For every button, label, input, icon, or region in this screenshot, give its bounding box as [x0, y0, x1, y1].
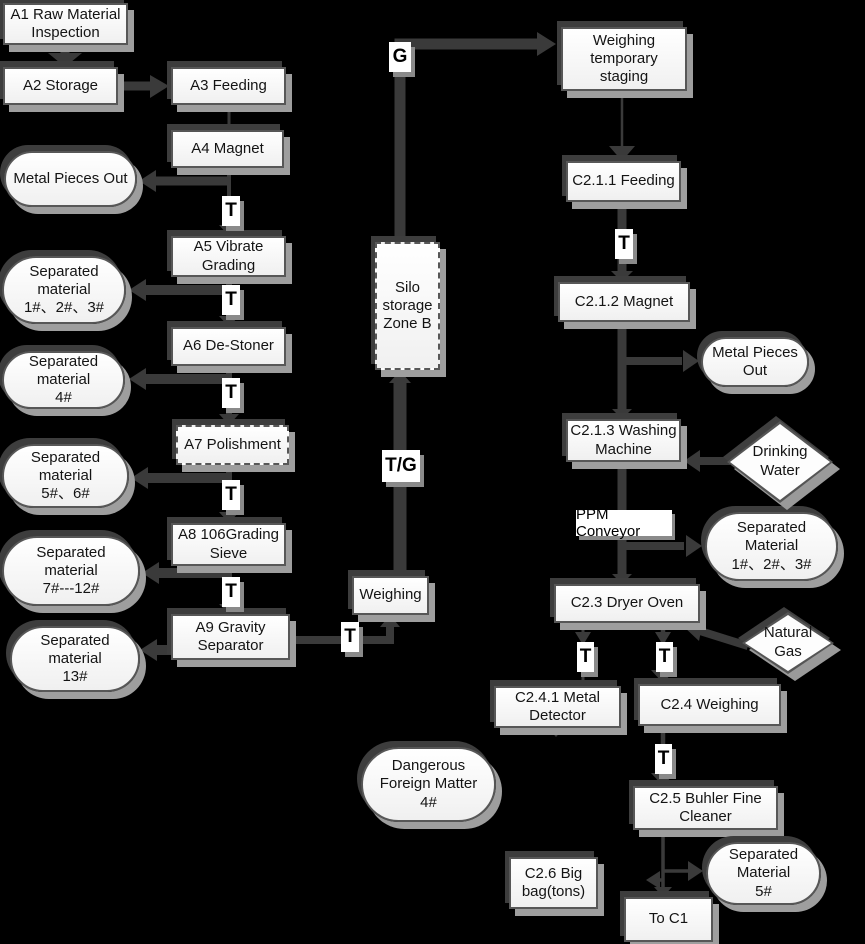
terminal-metal-pieces-out-left: Metal Pieces Out [4, 151, 137, 207]
terminal-separated-material-5-6: Separated material 5#、6# [2, 444, 129, 508]
node-a9-gravity-separator: A9 Gravity Separator [171, 614, 290, 660]
terminal-separated-material-1-2-3: Separated material 1#、2#、3# [2, 256, 126, 324]
node-c25-buhler-fine-cleaner: C2.5 Buhler Fine Cleaner [633, 786, 778, 830]
terminal-dangerous-foreign-matter-4: Dangerous Foreign Matter 4# [361, 747, 496, 822]
flow-label-t-c211-c212: T [615, 229, 633, 259]
node-a4-magnet: A4 Magnet [171, 130, 284, 168]
flow-label-t-oven-detector: T [577, 642, 594, 672]
flow-label-tg: T/G [382, 450, 420, 482]
flow-label-t-a7-a8: T [222, 480, 240, 510]
node-c213-washing-machine: C2.1.3 Washing Machine [566, 419, 681, 462]
node-a5-vibrate-grading: A5 Vibrate Grading [171, 236, 286, 277]
node-c212-magnet: C2.1.2 Magnet [558, 282, 690, 322]
node-c23-dryer-oven: C2.3 Dryer Oven [554, 584, 700, 623]
node-natural-gas: Natural Gas [738, 607, 841, 681]
flow-label-t-a6-a7: T [222, 378, 240, 408]
drinking-water-label: Drinking Water [752, 443, 808, 479]
node-c24-weighing: C2.4 Weighing [638, 684, 781, 726]
flow-label-t-oven-c24: T [656, 642, 673, 672]
terminal-separated-material-13: Separated material 13# [10, 626, 140, 692]
node-c241-metal-detector: C2.4.1 Metal Detector [494, 686, 621, 728]
node-c26-big-bag: C2.6 Big bag(tons) [509, 857, 598, 909]
node-c211-feeding: C2.1.1 Feeding [566, 161, 681, 202]
flow-label-t-a5-a6: T [222, 285, 240, 315]
node-to-c1: To C1 [624, 897, 713, 942]
node-silo-storage-zone-b: Silo storage Zone B [375, 242, 440, 370]
node-weighing-temporary-staging: Weighing temporary staging [561, 27, 687, 91]
natural-gas-label: Natural Gas [763, 624, 813, 660]
node-a6-de-stoner: A6 De-Stoner [171, 327, 286, 366]
terminal-separated-material-7-12: Separated material 7#---12# [2, 536, 140, 606]
node-a3-feeding: A3 Feeding [171, 67, 286, 105]
flow-label-t-a9-weighing: T [341, 622, 359, 652]
flow-label-ppm-conveyor: PPM Conveyor [576, 506, 672, 540]
flow-label-g: G [389, 42, 411, 72]
node-a2-storage: A2 Storage [3, 67, 118, 105]
node-a8-grading-sieve: A8 106Grading Sieve [171, 523, 286, 566]
terminal-separated-material-right-5: Separated Material 5# [706, 842, 821, 905]
node-drinking-water: Drinking Water [723, 416, 840, 510]
node-a1-raw-material-inspection: A1 Raw Material Inspection [3, 3, 128, 45]
terminal-separated-material-4: Separated material 4# [2, 351, 125, 409]
flow-label-t-c24-c25: T [655, 744, 672, 774]
node-weighing: Weighing [352, 576, 429, 615]
node-a7-polishment: A7 Polishment [176, 425, 289, 465]
flow-label-t-a8-a9: T [222, 577, 240, 607]
flow-label-t-a4-a5: T [222, 196, 240, 226]
terminal-metal-pieces-out-right: Metal Pieces Out [701, 337, 809, 387]
terminal-separated-material-right-1-2-3: Separated Material 1#、2#、3# [705, 512, 838, 581]
